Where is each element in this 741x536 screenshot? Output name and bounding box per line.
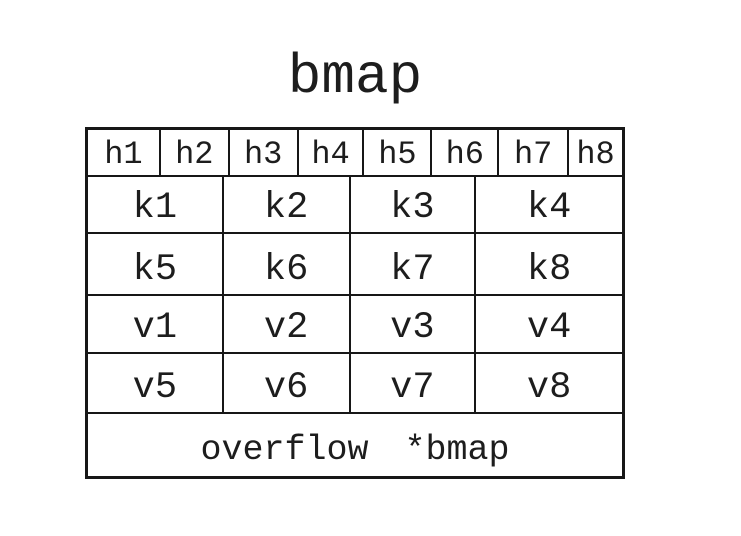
overflow-label: overflow: [200, 430, 369, 470]
key-cell-k3: k3: [348, 177, 475, 232]
value-cell-v7: v7: [348, 354, 475, 412]
diagram-title: bmap: [287, 45, 423, 109]
values-row-2: v5 v6 v7 v8: [88, 352, 622, 412]
value-cell-v1: v1: [132, 307, 178, 349]
keys-row-2: k5 k6 k7 k8: [88, 232, 622, 294]
tophash-cell-h3: h3: [227, 130, 297, 175]
key-cell-k7: k7: [348, 234, 475, 294]
value-cell-v3: v3: [348, 296, 475, 352]
tophash-cell-h1: h1: [104, 136, 143, 173]
key-cell-k8: k8: [474, 234, 622, 294]
key-cell-k6: k6: [221, 234, 349, 294]
overflow-row: overflow *bmap: [88, 412, 622, 476]
tophash-row: h1 h2 h3 h4 h5 h6 h7 h8: [88, 130, 622, 175]
keys-row-1: k1 k2 k3 k4: [88, 175, 622, 232]
value-cell-v5: v5: [132, 367, 178, 409]
key-cell-k4: k4: [474, 177, 622, 232]
value-cell-v8: v8: [474, 354, 622, 412]
values-row-1: v1 v2 v3 v4: [88, 294, 622, 352]
value-cell-v6: v6: [221, 354, 349, 412]
tophash-cell-h6: h6: [430, 130, 497, 175]
key-cell-k2: k2: [221, 177, 349, 232]
value-cell-v2: v2: [221, 296, 349, 352]
overflow-cell: overflow *bmap: [88, 414, 622, 476]
tophash-cell-h5: h5: [362, 130, 430, 175]
key-cell-k5: k5: [132, 249, 178, 291]
value-cell-v4: v4: [474, 296, 622, 352]
bmap-struct-table: h1 h2 h3 h4 h5 h6 h7 h8 k1 k2 k3 k4 k5 k…: [85, 127, 625, 479]
tophash-cell-h8: h8: [567, 130, 622, 175]
tophash-cell-h4: h4: [296, 130, 363, 175]
key-cell-k1: k1: [132, 187, 178, 229]
tophash-cell-h2: h2: [158, 130, 228, 175]
overflow-pointer-label: *bmap: [404, 430, 510, 470]
tophash-cell-h7: h7: [497, 130, 567, 175]
